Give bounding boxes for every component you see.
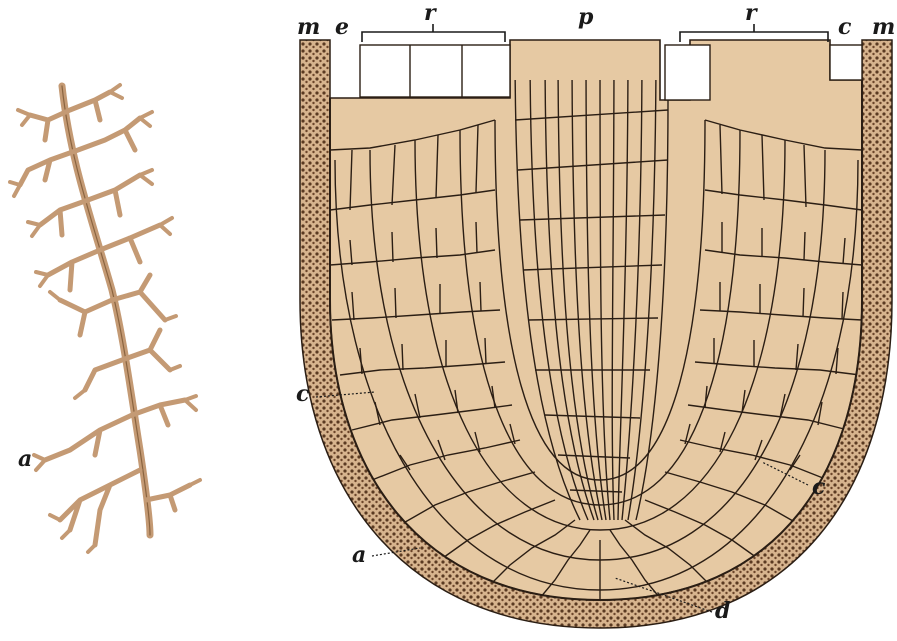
label-e-left: e xyxy=(335,16,349,38)
label-a-root: a xyxy=(18,448,32,470)
root-tip-section xyxy=(300,24,892,628)
label-r-left: r xyxy=(424,2,436,24)
label-m-right: m xyxy=(872,16,895,38)
label-p: p xyxy=(578,6,593,28)
label-a-section: a xyxy=(352,544,366,566)
label-c-left: c xyxy=(296,383,309,405)
branched-root-drawing xyxy=(10,85,200,552)
label-c-right: c xyxy=(812,476,825,498)
label-c-top-right: c xyxy=(838,16,851,38)
label-d: d xyxy=(715,600,730,622)
label-m-left: m xyxy=(297,16,320,38)
label-r-right: r xyxy=(745,2,757,24)
